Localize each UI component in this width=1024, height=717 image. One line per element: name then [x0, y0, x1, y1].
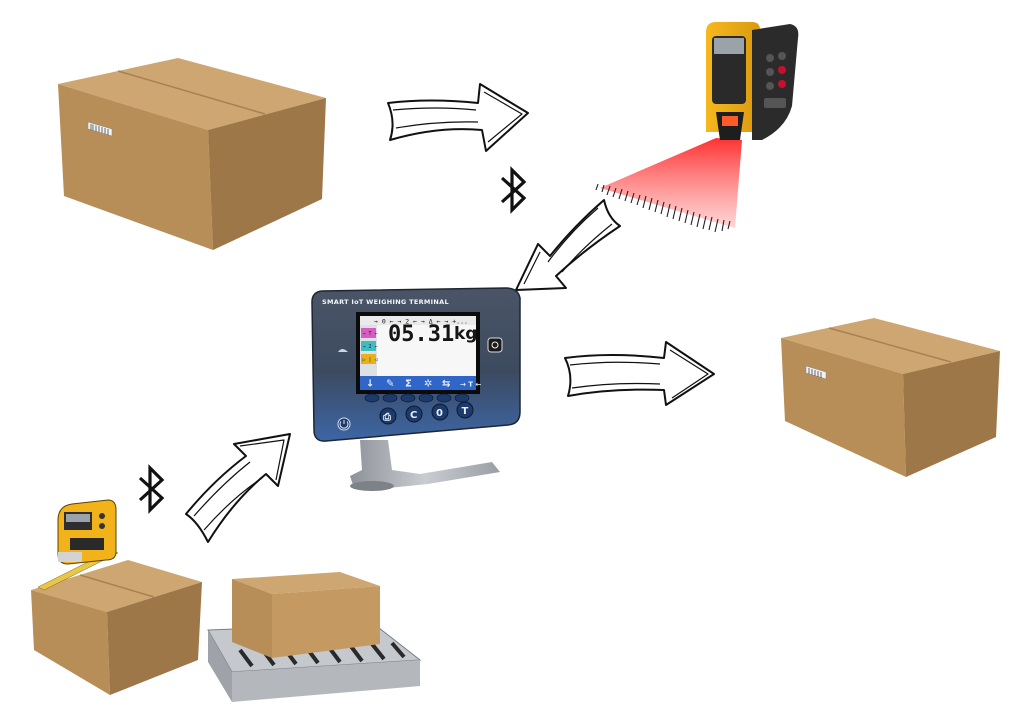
- arrow-scanner-to-terminal: [515, 199, 621, 291]
- barcode-scanner: [595, 22, 799, 233]
- bluetooth-icon: [500, 166, 527, 214]
- keypad-clear: C: [410, 410, 417, 421]
- keypad-zero: 0: [436, 408, 443, 419]
- weighing-terminal: SMART IoT WEIGHING TERMINAL → 0 ← → 2 ← …: [311, 287, 521, 491]
- weight-unit: kg: [454, 324, 477, 344]
- laser-beam: [600, 138, 742, 228]
- softkey-1: ↓: [366, 379, 374, 390]
- terminal-stand: [350, 440, 500, 488]
- weight-display: 05.31: [388, 322, 454, 347]
- arrow-measure-to-terminal: [185, 433, 291, 543]
- side-key-1: → T ←: [363, 331, 378, 337]
- softkey-5: ⇆: [442, 379, 450, 390]
- softkey-3: Σ: [405, 379, 412, 390]
- status-bar: → 0 ← → 2 ← → Δ ← → +...: [374, 318, 468, 326]
- box-on-scale: [232, 572, 380, 658]
- arrow-box-to-scanner: [387, 83, 529, 152]
- keypad-print: ⎙: [382, 411, 392, 423]
- box-incoming: [58, 58, 326, 250]
- bluetooth-icon: [138, 464, 165, 514]
- scanned-barcode: [595, 183, 731, 233]
- cloud-icon: [338, 349, 348, 352]
- side-key-2: → 2 ←: [363, 344, 378, 350]
- arrow-terminal-to-box: [564, 341, 715, 406]
- softkey-6: → T ←: [460, 381, 482, 389]
- terminal-title: SMART IoT WEIGHING TERMINAL: [322, 298, 449, 306]
- keypad-tare: T: [462, 406, 469, 417]
- box-outgoing: [781, 318, 1000, 477]
- camera-icon: [487, 337, 503, 353]
- tape-measure-device: [57, 499, 117, 565]
- side-key-3: ▷ | ◁: [363, 357, 378, 363]
- softkey-2: ✎: [386, 379, 394, 390]
- box-measuring: [31, 549, 202, 695]
- softkey-4: ✲: [424, 379, 432, 390]
